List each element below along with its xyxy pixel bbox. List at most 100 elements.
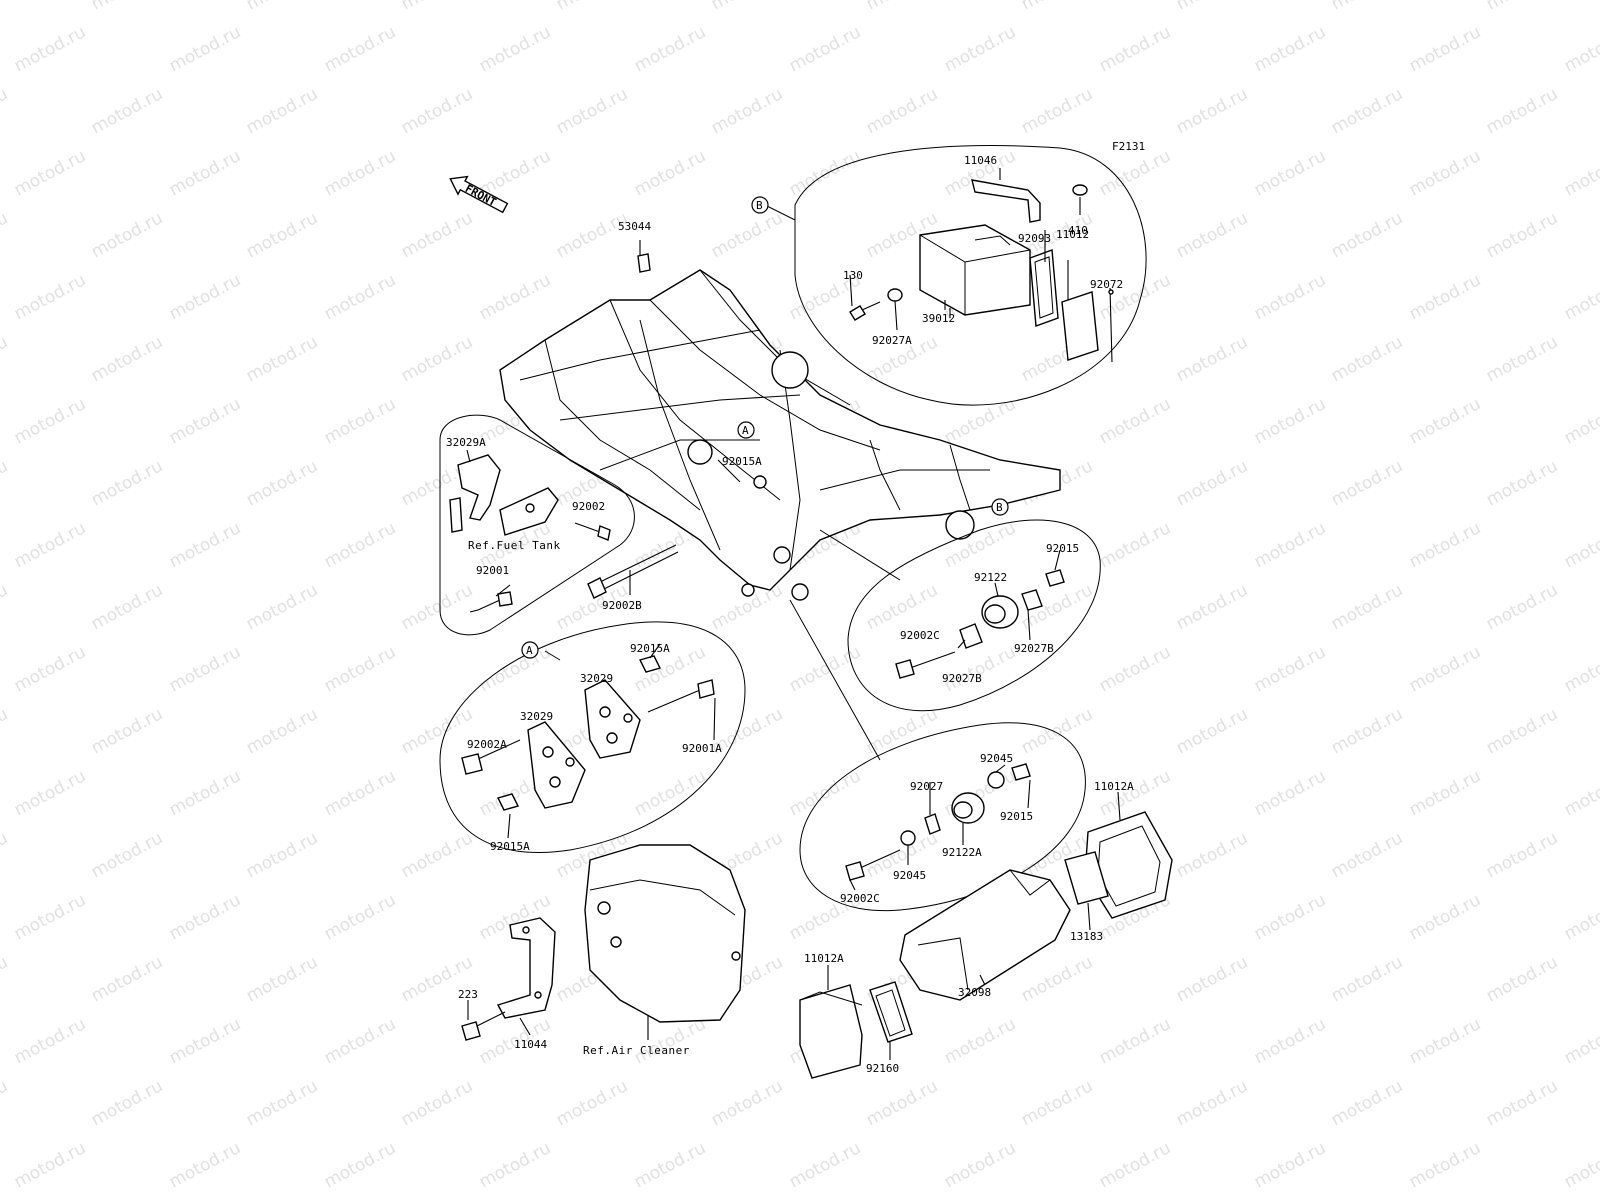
watermark-text: motod.ru [321, 394, 399, 448]
part-number-92002B: 92002B [602, 599, 642, 612]
watermark-text: motod.ru [11, 270, 89, 324]
watermark-text: motod.ru [1173, 208, 1251, 262]
watermark-text: motod.ru [1251, 1014, 1329, 1068]
watermark-text: motod.ru [1483, 828, 1561, 882]
watermark-text: motod.ru [1483, 0, 1561, 14]
watermark-text: motod.ru [1561, 394, 1600, 448]
watermark-text: motod.ru [553, 208, 631, 262]
watermark-text: motod.ru [11, 890, 89, 944]
watermark-text: motod.ru [321, 146, 399, 200]
watermark-text: motod.ru [243, 828, 321, 882]
watermark-text: motod.ru [1018, 84, 1096, 138]
part-number-92160: 92160 [866, 1062, 899, 1075]
part-number-92015A_top: 92015A [722, 455, 762, 468]
watermark-text: motod.ru [476, 22, 554, 76]
part-number-11012A_l: 11012A [804, 952, 844, 965]
watermark-text: motod.ru [1561, 890, 1600, 944]
watermark-text: motod.ru [88, 580, 166, 634]
watermark-text: motod.ru [88, 828, 166, 882]
watermark-text: motod.ru [166, 146, 244, 200]
watermark-text: motod.ru [1561, 1138, 1600, 1192]
watermark-text: motod.ru [1251, 1138, 1329, 1192]
watermark-text: motod.ru [88, 84, 166, 138]
callout-b-detail: B [751, 196, 769, 214]
detail-b-region [764, 145, 1147, 406]
watermark-text: motod.ru [1096, 1014, 1174, 1068]
watermark-text: motod.ru [321, 1014, 399, 1068]
watermark-text: motod.ru [1483, 704, 1561, 758]
watermark-text: motod.ru [0, 84, 11, 138]
part-number-11012A_r: 11012A [1094, 780, 1134, 793]
watermark-text: motod.ru [1328, 704, 1406, 758]
watermark-text: motod.ru [708, 84, 786, 138]
watermark-text: motod.ru [941, 1014, 1019, 1068]
watermark-text: motod.ru [1328, 828, 1406, 882]
watermark-text: motod.ru [1561, 642, 1600, 696]
watermark-text: motod.ru [631, 1138, 709, 1192]
watermark-text: motod.ru [708, 208, 786, 262]
watermark-text: motod.ru [11, 1014, 89, 1068]
watermark-text: motod.ru [243, 704, 321, 758]
watermark-text: motod.ru [243, 332, 321, 386]
watermark-text: motod.ru [863, 0, 941, 14]
watermark-text: motod.ru [631, 146, 709, 200]
watermark-text: motod.ru [11, 22, 89, 76]
watermark-text: motod.ru [1561, 518, 1600, 572]
watermark-text: motod.ru [1483, 1076, 1561, 1130]
part-number-32029A: 32029A [446, 436, 486, 449]
watermark-text: motod.ru [631, 766, 709, 820]
watermark-text: motod.ru [1406, 146, 1484, 200]
watermark-text: motod.ru [0, 1076, 11, 1130]
part-number-11012: 11012 [1056, 228, 1089, 241]
watermark-text: motod.ru [476, 1138, 554, 1192]
watermark-text: motod.ru [398, 704, 476, 758]
part-number-32098: 32098 [958, 986, 991, 999]
watermark-text: motod.ru [321, 766, 399, 820]
leader-lines [466, 230, 1121, 1060]
watermark-text: motod.ru [0, 332, 11, 386]
watermark-text: motod.ru [1483, 952, 1561, 1006]
watermark-text: motod.ru [321, 642, 399, 696]
watermark-text: motod.ru [476, 642, 554, 696]
watermark-text: motod.ru [0, 208, 11, 262]
watermark-text: motod.ru [1483, 208, 1561, 262]
watermark-text: motod.ru [0, 952, 11, 1006]
part-number-92045_b: 92045 [893, 869, 926, 882]
watermark-text: motod.ru [88, 208, 166, 262]
watermark-text: motod.ru [786, 146, 864, 200]
watermark-text: motod.ru [243, 0, 321, 14]
watermark-text: motod.ru [166, 766, 244, 820]
watermark-text: motod.ru [1096, 22, 1174, 76]
bracket-11044 [461, 917, 556, 1041]
watermark-text: motod.ru [398, 580, 476, 634]
watermark-text: motod.ru [476, 270, 554, 324]
part-number-92015: 92015 [1046, 542, 1079, 555]
part-number-39012: 39012 [922, 312, 955, 325]
part-number-92015A_a: 92015A [630, 642, 670, 655]
detail-a-region [439, 621, 746, 853]
watermark-text: motod.ru [1406, 1138, 1484, 1192]
watermark-text: motod.ru [1406, 766, 1484, 820]
watermark-text: motod.ru [1173, 828, 1251, 882]
part-number-32029_b: 32029 [520, 710, 553, 723]
svg-text:B: B [996, 501, 1003, 514]
watermark-text: motod.ru [1328, 456, 1406, 510]
watermark-text: motod.ru [553, 84, 631, 138]
watermark-text: motod.ru [708, 1076, 786, 1130]
watermark-text: motod.ru [166, 394, 244, 448]
watermark-text: motod.ru [1018, 1076, 1096, 1130]
part-number-92002: 92002 [572, 500, 605, 513]
watermark-text: motod.ru [1561, 146, 1600, 200]
watermark-text: motod.ru [786, 22, 864, 76]
watermark-text: motod.ru [88, 456, 166, 510]
watermark-text: motod.ru [941, 22, 1019, 76]
watermark-text: motod.ru [243, 208, 321, 262]
part-labels: 53044 11046 410 92093 11012 92072 130 39… [446, 154, 1134, 1075]
watermark-text: motod.ru [863, 1076, 941, 1130]
watermark-text: motod.ru [0, 580, 11, 634]
watermark-text: motod.ru [243, 580, 321, 634]
watermark-text: motod.ru [1328, 580, 1406, 634]
watermark-text: motod.ru [166, 1014, 244, 1068]
part-number-92002A: 92002A [467, 738, 507, 751]
part-number-92002C_r: 92002C [900, 629, 940, 642]
